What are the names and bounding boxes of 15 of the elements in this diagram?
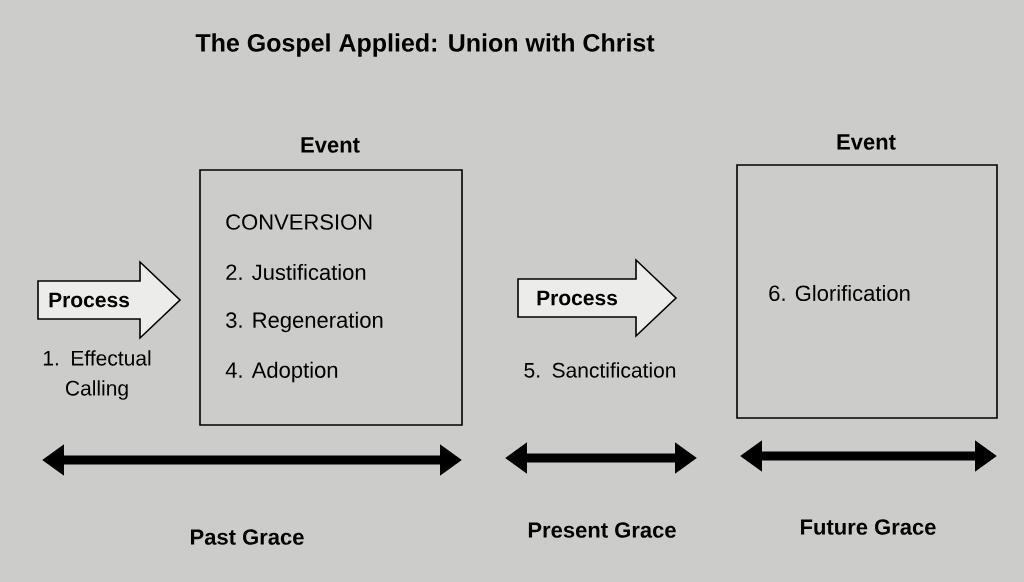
step-label: 1. Effectual Calling <box>43 350 151 400</box>
box-heading: Event <box>301 137 360 153</box>
period-label: Past Grace <box>191 529 304 545</box>
box-heading: Event <box>837 134 896 150</box>
event-box <box>199 169 463 426</box>
list-item: 3. Regeneration <box>226 311 383 333</box>
title: The Gospel Applied: Union with Christ <box>195 33 655 57</box>
list-item: 2. Justification <box>226 263 366 281</box>
event-box <box>736 164 998 419</box>
list-item: 4. Adoption <box>225 361 338 383</box>
list-item: CONVERSION <box>226 214 372 230</box>
period-label: Present Grace <box>528 522 676 538</box>
period-label: Future Grace <box>801 519 936 535</box>
list-item: 6. Glorification <box>769 284 910 302</box>
step-label: 5. Sanctification <box>524 362 676 378</box>
